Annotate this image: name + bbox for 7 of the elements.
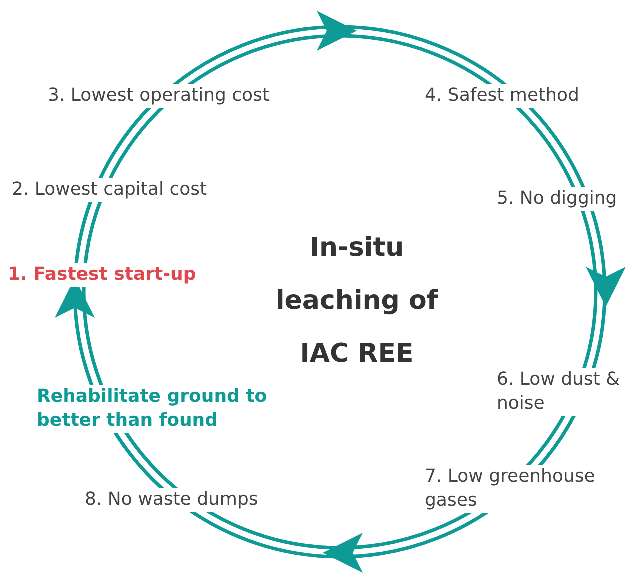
step-label: 5. No digging [497, 187, 618, 211]
step-label: 2. Lowest capital cost [12, 178, 208, 202]
step-label: 4. Safest method [425, 84, 580, 108]
center-title: In-situ leaching of IAC REE [274, 232, 440, 371]
step-label: 3. Lowest operating cost [48, 84, 270, 108]
step-label: 1. Fastest start-up [8, 263, 196, 287]
step-label: 8. No waste dumps [85, 488, 258, 512]
